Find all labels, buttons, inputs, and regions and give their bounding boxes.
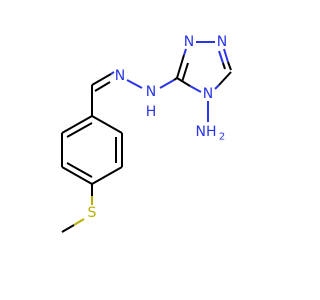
bond (181, 62, 189, 83)
bond (222, 62, 226, 70)
bond (110, 71, 115, 75)
bond (61, 166, 93, 185)
bond (66, 162, 93, 178)
bonds (61, 41, 232, 233)
bond (61, 115, 93, 134)
atom-sulfur: S (88, 205, 97, 221)
bond (91, 166, 123, 185)
atom-nitrogen: N (146, 84, 156, 100)
bond (218, 50, 224, 64)
bond (223, 48, 229, 63)
bond (66, 122, 93, 138)
bond (159, 79, 175, 89)
bond (176, 77, 191, 87)
bond (94, 81, 111, 92)
atom-hydrogen: H (146, 104, 157, 120)
bond (91, 73, 112, 86)
molecule-diagram: N N H N N N NH 2 S (61, 34, 232, 233)
bond (61, 224, 75, 233)
atom-nitrogen: N (203, 86, 213, 102)
atom-nitrogen: N (184, 34, 194, 50)
atom-nitrogen: N (115, 68, 125, 84)
bond (126, 79, 143, 89)
bond (173, 77, 178, 81)
bond (91, 115, 123, 134)
bond (214, 84, 220, 90)
structure-canvas: N N H N N N NH 2 S (61, 34, 232, 233)
atom-nitrogen: N (217, 34, 227, 50)
atom-labels: N N H N N N NH 2 S (88, 34, 228, 221)
bond (183, 48, 187, 56)
bond (227, 61, 232, 71)
bond (73, 218, 85, 226)
amino-group-label: NH (196, 124, 217, 140)
amino-group-subscript: 2 (219, 132, 225, 143)
bond (189, 85, 202, 93)
bond (176, 54, 185, 79)
bond (218, 71, 232, 86)
